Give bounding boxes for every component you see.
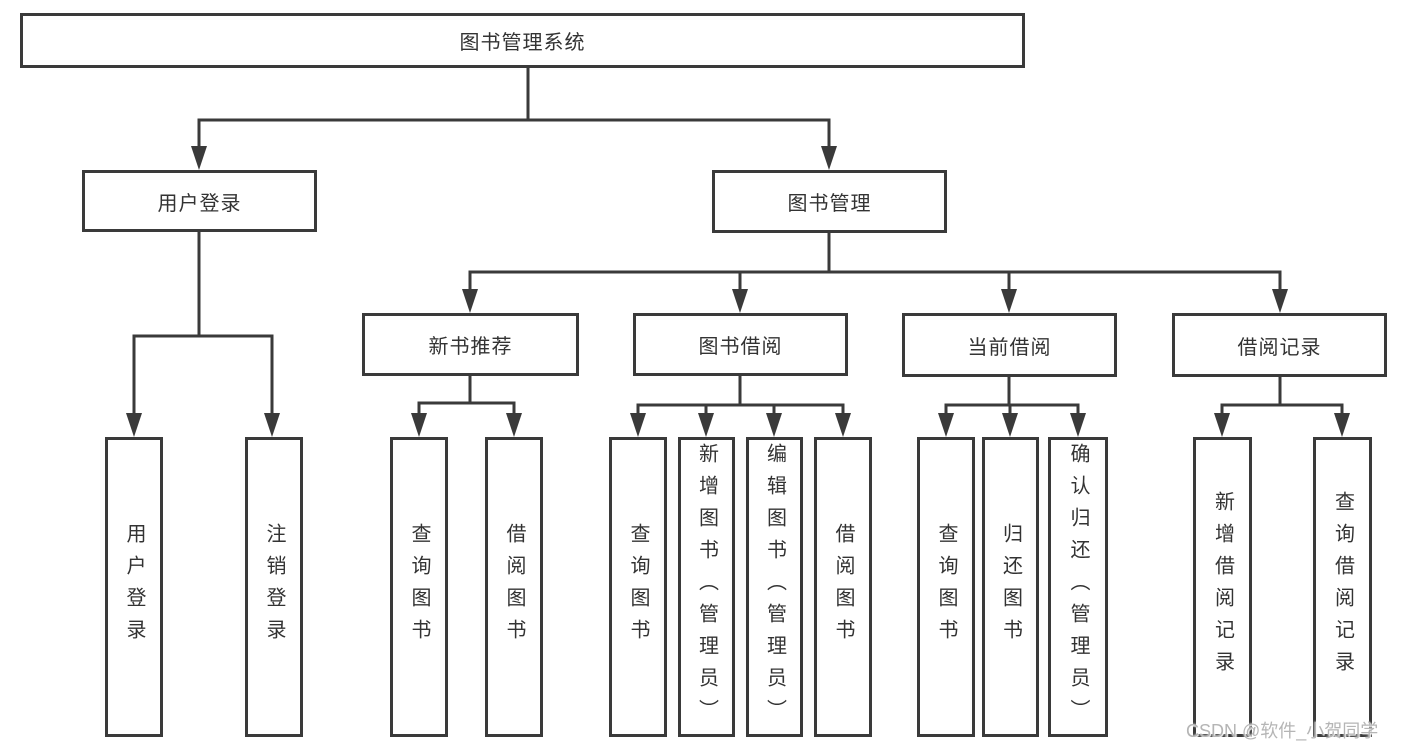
node-label: 编辑图书（管理员） — [763, 443, 786, 731]
node-borrow-records: 借阅记录 — [1172, 313, 1387, 377]
connector-root-to-level1 — [191, 66, 837, 170]
connector-borrow-records-branch — [1214, 375, 1350, 437]
connector-user-login-branch — [126, 230, 280, 437]
node-label: 新增借阅记录 — [1211, 491, 1234, 683]
csdn-watermark: CSDN @软件_小贺同学 — [1186, 721, 1379, 741]
leaf-return-books: 归还图书 — [982, 437, 1039, 737]
leaf-user-login: 用户登录 — [105, 437, 163, 737]
node-label: 借阅图书 — [503, 523, 525, 651]
node-label: 图书借阅 — [698, 336, 783, 358]
node-user-login: 用户登录 — [82, 170, 317, 232]
node-book-management: 图书管理 — [712, 170, 947, 233]
node-book-borrow: 图书借阅 — [633, 313, 848, 376]
node-new-book-recommend: 新书推荐 — [362, 313, 579, 376]
leaf-query-books-current: 查询图书 — [917, 437, 975, 737]
leaf-borrow-books-recommend: 借阅图书 — [485, 437, 543, 737]
connector-book-borrow-branch — [630, 374, 851, 437]
node-current-borrow: 当前借阅 — [902, 313, 1117, 377]
node-label: 确认归还（管理员） — [1067, 443, 1089, 731]
node-label: 注销登录 — [263, 523, 285, 651]
leaf-query-books-recommend: 查询图书 — [390, 437, 448, 737]
leaf-confirm-return-admin: 确认归还（管理员） — [1048, 437, 1108, 737]
node-label: 查询图书 — [935, 523, 957, 651]
leaf-edit-books-admin: 编辑图书（管理员） — [746, 437, 803, 737]
leaf-query-borrow-record: 查询借阅记录 — [1313, 437, 1372, 737]
leaf-add-books-admin: 新增图书（管理员） — [678, 437, 735, 737]
node-label: 图书管理 — [787, 193, 872, 215]
node-label: 新书推荐 — [428, 336, 513, 358]
node-label: 当前借阅 — [967, 336, 1052, 359]
node-label: 用户登录 — [157, 192, 242, 215]
connector-current-borrow-branch — [938, 375, 1086, 437]
node-label: 查询图书 — [627, 523, 649, 651]
leaf-query-books-borrow: 查询图书 — [609, 437, 667, 737]
leaf-borrow-books: 借阅图书 — [814, 437, 872, 737]
connector-new-book-branch — [411, 374, 522, 437]
node-label: 借阅图书 — [832, 523, 854, 651]
leaf-logout: 注销登录 — [245, 437, 303, 737]
node-label: 归还图书 — [999, 523, 1022, 651]
node-library-management-system: 图书管理系统 — [20, 13, 1025, 68]
node-label: 借阅记录 — [1237, 336, 1322, 359]
node-label: 查询图书 — [408, 523, 430, 651]
connector-book-management-branch — [462, 231, 1288, 313]
node-label: 用户登录 — [123, 523, 145, 651]
node-label: 新增图书（管理员） — [695, 443, 718, 731]
leaf-add-borrow-record: 新增借阅记录 — [1193, 437, 1252, 737]
node-label: 图书管理系统 — [459, 32, 586, 54]
node-label: 查询借阅记录 — [1331, 491, 1354, 683]
